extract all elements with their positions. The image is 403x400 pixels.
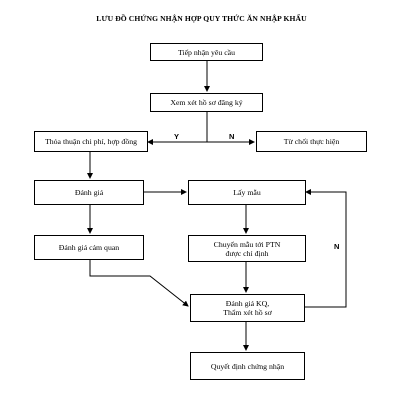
label-loop-no: N bbox=[334, 242, 339, 251]
label-yes: Y bbox=[174, 132, 179, 141]
node-certification-decision: Quyết định chứng nhận bbox=[190, 352, 305, 380]
node-transfer-to-lab: Chuyển mẫu tới PTN được chỉ định bbox=[188, 235, 306, 262]
node-evaluate-results: Đánh giá KQ, Thẩm xét hồ sơ bbox=[190, 294, 305, 322]
node-review-dossier: Xem xét hồ sơ đăng ký bbox=[150, 93, 263, 112]
node-sample: Lấy mẫu bbox=[188, 180, 306, 205]
node-assess: Đánh giá bbox=[34, 180, 144, 205]
diagram-title: LƯU ĐỒ CHỨNG NHẬN HỢP QUY THỨC ĂN NHẬP K… bbox=[96, 14, 307, 23]
node-agree-contract: Thỏa thuận chi phí, hợp đồng bbox=[34, 131, 148, 152]
arrow-sensory-to-evaluate bbox=[89, 260, 189, 307]
node-refuse: Từ chối thực hiện bbox=[256, 131, 367, 152]
node-sensory-assessment: Đánh giá cảm quan bbox=[34, 235, 144, 260]
label-no: N bbox=[229, 132, 234, 141]
arrow-loop-evaluate-to-sample bbox=[305, 189, 347, 308]
node-receive-request: Tiếp nhận yêu cầu bbox=[150, 43, 263, 61]
